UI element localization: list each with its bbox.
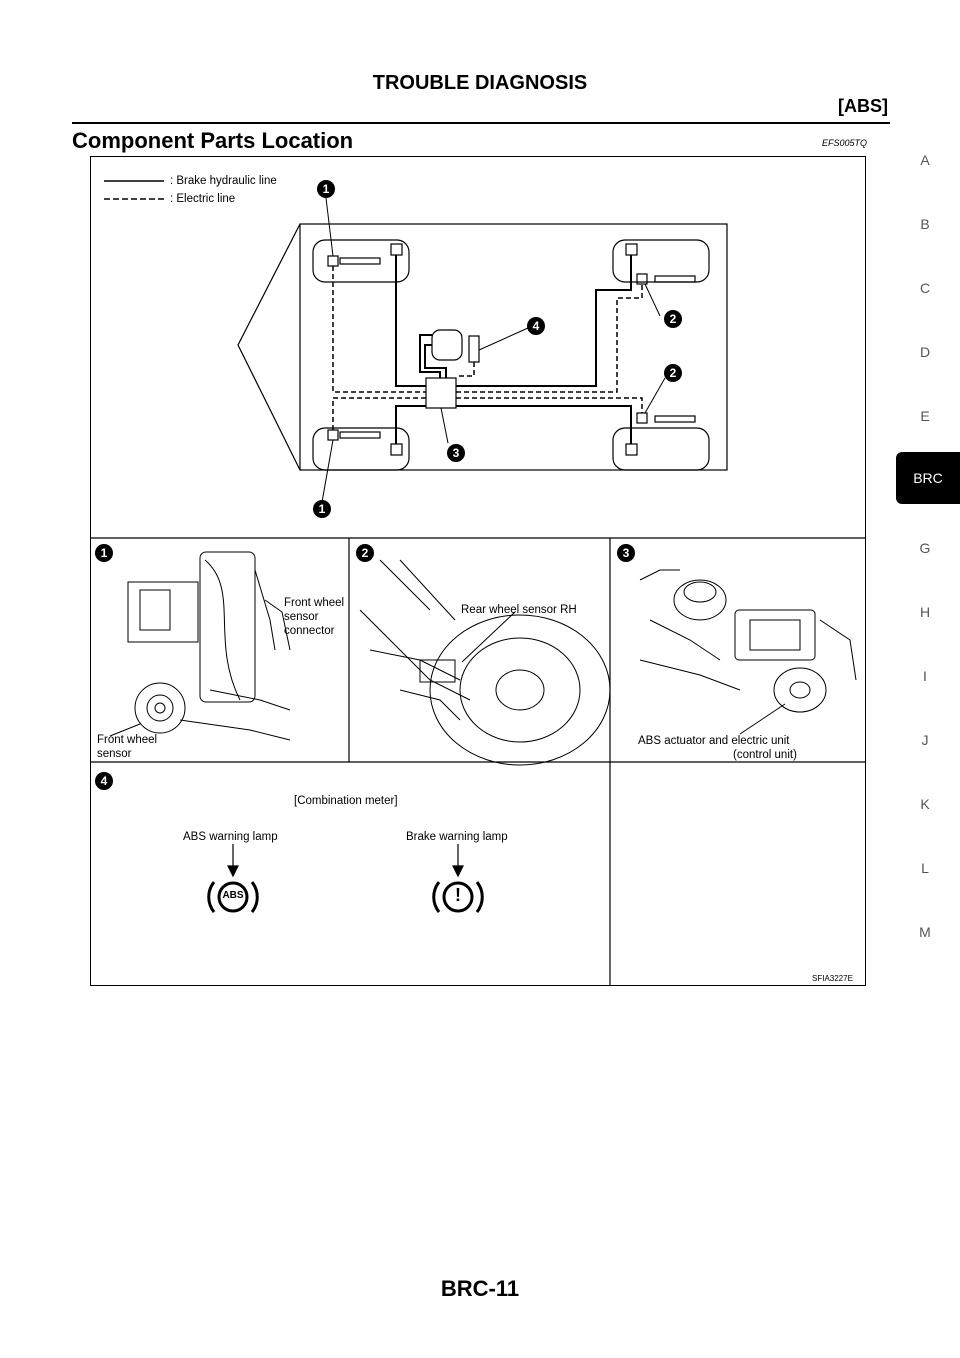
callout-circles [95,180,682,790]
abs-actuator-label-1: ABS actuator and electric unit [638,735,790,747]
abs-warning-lamp-label: ABS warning lamp [183,831,278,843]
side-index-b[interactable]: B [920,216,930,232]
figure-frame [90,156,866,986]
vehicle-layout-diagram [237,223,728,471]
combination-meter-title: [Combination meter] [294,795,398,807]
side-index-a[interactable]: A [920,152,930,168]
abs-lamp-symbol-text: ABS [222,890,244,901]
abs-warning-lamp-icon [207,881,259,913]
section-title: Component Parts Location [72,128,354,153]
side-index-k[interactable]: K [920,796,930,812]
rear-wheel-sensor-label: Rear wheel sensor RH [461,604,577,616]
callout-1-bottom: 1 [318,502,326,516]
panel-1-number: 1 [100,546,108,560]
header-divider [72,122,890,124]
front-wheel-sensor-label-2: sensor [97,748,132,760]
side-index-e[interactable]: E [920,408,930,424]
side-tab-active[interactable]: BRC [896,452,960,504]
abs-actuator-sketch [639,569,857,735]
side-index-h[interactable]: H [919,604,931,620]
panel-4-number: 4 [100,774,108,788]
page-number: BRC-11 [440,1276,520,1301]
callout-4: 4 [532,319,540,333]
brake-warning-lamp-icon [432,881,484,913]
electric-lines [332,266,643,430]
side-index-l[interactable]: L [921,860,929,876]
front-wheel-sensor-connector-label-1: Front wheel [284,597,345,609]
side-index-g[interactable]: G [919,540,931,556]
figure-code: SFIA3227E [812,974,853,983]
panel-grid [90,537,866,986]
rear-wheel-sensor-sketch [359,559,611,766]
legend-hydraulic-label: : Brake hydraulic line [170,175,277,187]
legend-electric-label: : Electric line [170,193,236,205]
callout-3: 3 [452,446,460,460]
page-header-title: TROUBLE DIAGNOSIS [372,72,588,94]
side-index-d[interactable]: D [919,344,931,360]
brake-lamp-symbol-text: ! [455,885,461,905]
brake-warning-lamp-label: Brake warning lamp [406,831,508,843]
front-wheel-sensor-label-1: Front wheel [97,734,158,746]
callout-2-lower: 2 [669,366,677,380]
hydraulic-lines [395,255,632,444]
abs-actuator-label-2: (control unit) [733,749,797,761]
side-index-j[interactable]: J [921,732,929,748]
front-wheel-sensor-connector-label-2: sensor [284,611,319,623]
callout-1-top: 1 [322,182,330,196]
side-index-m[interactable]: M [919,924,931,940]
document-code: EFS005TQ [822,138,868,148]
warning-lamp-leaders [227,844,464,878]
side-index-i[interactable]: I [923,668,927,684]
panel-3-number: 3 [622,546,630,560]
callout-leaders [321,197,666,503]
page-header-section: [ABS] [838,96,888,116]
callout-2-upper: 2 [669,312,677,326]
front-wheel-sensor-sketch [109,551,291,741]
side-index-c[interactable]: C [919,280,931,296]
panel-2-number: 2 [361,546,369,560]
front-wheel-sensor-connector-label-3: connector [284,625,335,637]
